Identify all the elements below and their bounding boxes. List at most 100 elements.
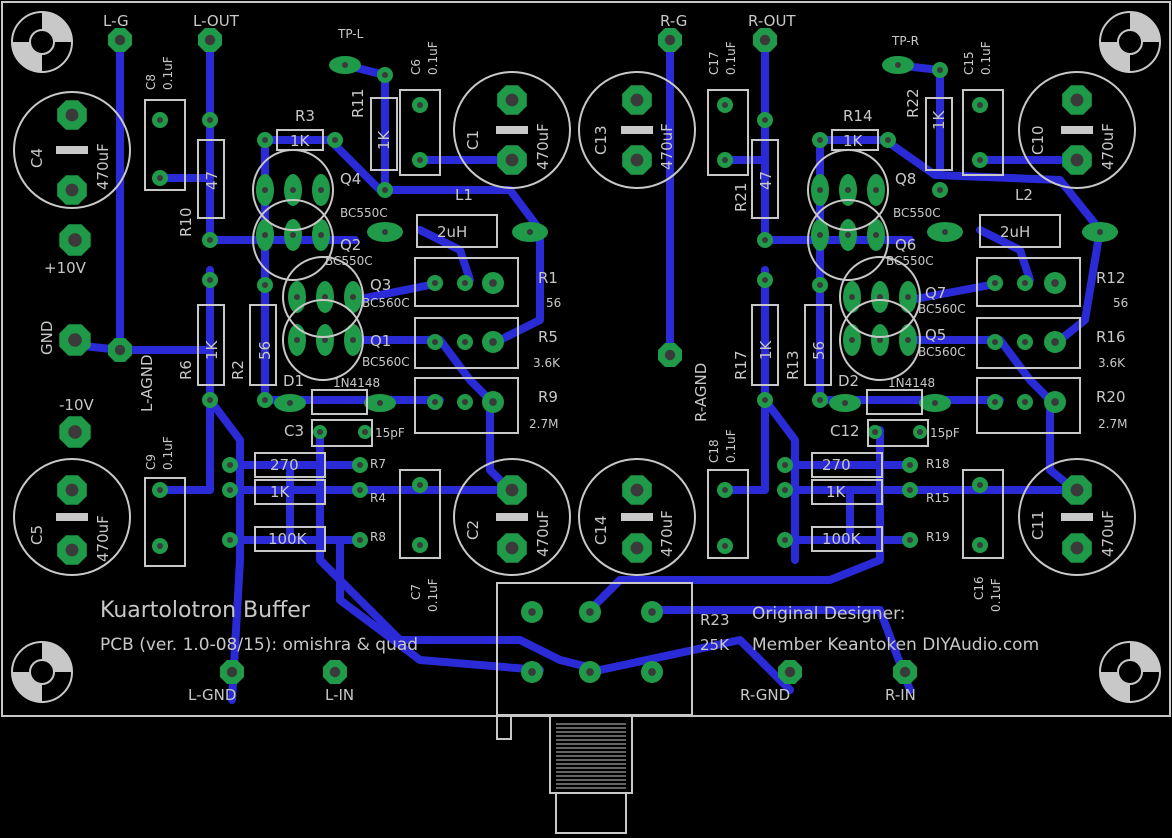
pad-hole (489, 398, 497, 406)
pad-hole (992, 280, 998, 286)
cap-outline-c18 (707, 469, 749, 559)
label-d2: D2 (838, 372, 859, 390)
cap-outline-c12 (867, 419, 929, 447)
cap-polarity-mark (56, 513, 88, 521)
pad-hole (762, 237, 768, 243)
pad-hole (1022, 339, 1028, 345)
label-c17-value: 0.1uF (724, 41, 738, 75)
label-c15-value: 0.1uF (979, 41, 993, 75)
inductor-outline-l2 (979, 214, 1061, 248)
label-r11: R11 (349, 88, 367, 118)
pad-hole (322, 337, 328, 343)
label-rg: R-G (660, 12, 687, 30)
label-lg: L-G (103, 12, 129, 30)
resistor-outline-r21 (751, 139, 779, 219)
pad-hole (432, 280, 438, 286)
label-d1-type: 1N4148 (333, 376, 380, 390)
pad-hole (762, 117, 768, 123)
pad-hole (432, 339, 438, 345)
pad-hole (1022, 399, 1028, 405)
label-c14: C14 (592, 515, 610, 545)
label-r3-value: 1K (290, 132, 311, 150)
pad-hole (932, 400, 938, 406)
pad-hole (329, 666, 341, 678)
label-d1: D1 (283, 372, 304, 390)
label-r22: R22 (904, 88, 922, 118)
resistor-outline-r2 (249, 304, 277, 386)
label-r23: R23 (700, 611, 730, 629)
label-r15: R15 (926, 491, 950, 505)
pad-hole (1070, 153, 1084, 167)
label-ragnd: R-AGND (692, 363, 710, 422)
inductor-outline-l1 (416, 214, 498, 248)
label-r5-value: 3.6K (533, 356, 561, 370)
label-c4-value: 470uF (94, 143, 112, 190)
label-c1-value: 470uF (534, 123, 552, 170)
resistor-outline-r7 (254, 452, 326, 478)
pad-hole (872, 429, 878, 435)
pad-hole (630, 483, 644, 497)
label-r20-value: 2.7M (1098, 417, 1127, 431)
pad-hole (905, 294, 911, 300)
resistor-outline-r4 (254, 479, 326, 505)
cap-outline-c11 (1018, 458, 1136, 576)
pad-hole (65, 183, 79, 197)
label-c11: C11 (1029, 510, 1047, 540)
label-c3: C3 (284, 422, 304, 440)
pad-hole (977, 157, 983, 163)
pad-hole (586, 608, 594, 616)
label-r20: R20 (1096, 388, 1126, 406)
pad-hole (1070, 483, 1084, 497)
silkscreen-text: Kuartolotron Buffer PCB (ver. 1.0-08/15)… (28, 12, 1128, 704)
label-q7: Q7 (925, 284, 946, 302)
pot-shaft-threads (556, 723, 626, 789)
label-r7: R7 (370, 457, 386, 471)
pad-hole (977, 542, 983, 548)
label-r21-value: 47 (757, 171, 775, 190)
label-q7-type: BC560C (918, 302, 966, 316)
label-r10: R10 (177, 207, 195, 237)
pad-hole (885, 137, 891, 143)
label-r8-value: 100K (268, 530, 308, 548)
mounting-hole-bottom-left (11, 641, 73, 703)
pad-hole (68, 425, 82, 439)
label-r18-value: 270 (822, 456, 851, 474)
pad-hole (462, 399, 468, 405)
pad-hole (68, 333, 82, 347)
label-r6-value: 1K (203, 339, 221, 360)
pad-hole (942, 229, 948, 235)
pot-knob (555, 792, 627, 834)
pad-hole (877, 294, 883, 300)
pad-hole (1051, 279, 1059, 287)
pad-hole (317, 429, 323, 435)
pad-hole (227, 537, 233, 543)
pad-hole (849, 294, 855, 300)
resistor-outline-r8 (254, 526, 326, 552)
pad-hole (586, 668, 594, 676)
pad-hole (630, 153, 644, 167)
cap-outline-c2 (453, 458, 571, 576)
pad-hole (527, 229, 533, 235)
label-q4-type: BC550C (340, 206, 388, 220)
pad-hole (630, 93, 644, 107)
credit-line-2: Member Keantoken DIYAudio.com (752, 635, 1039, 655)
label-l1-value: 2uH (437, 223, 467, 241)
label-q6: Q6 (895, 236, 916, 254)
label-r5: R5 (538, 328, 558, 346)
pad-hole (157, 543, 163, 549)
label-tpr: TP-R (891, 34, 919, 48)
pad-hole (294, 337, 300, 343)
label-minus10: -10V (59, 396, 94, 414)
label-lout: L-OUT (193, 12, 240, 30)
label-c18: C18 (707, 439, 721, 463)
pad-hole (817, 397, 823, 403)
pad-hole (114, 344, 126, 356)
label-c11-value: 470uF (1099, 510, 1117, 557)
pad-hole (350, 294, 356, 300)
pad-hole (782, 462, 788, 468)
pot-bracket (496, 714, 512, 740)
resistor-outline-r22 (925, 97, 953, 171)
label-c8-value: 0.1uF (161, 56, 175, 90)
label-q5: Q5 (925, 326, 946, 344)
label-r1-value: 56 (546, 296, 561, 310)
